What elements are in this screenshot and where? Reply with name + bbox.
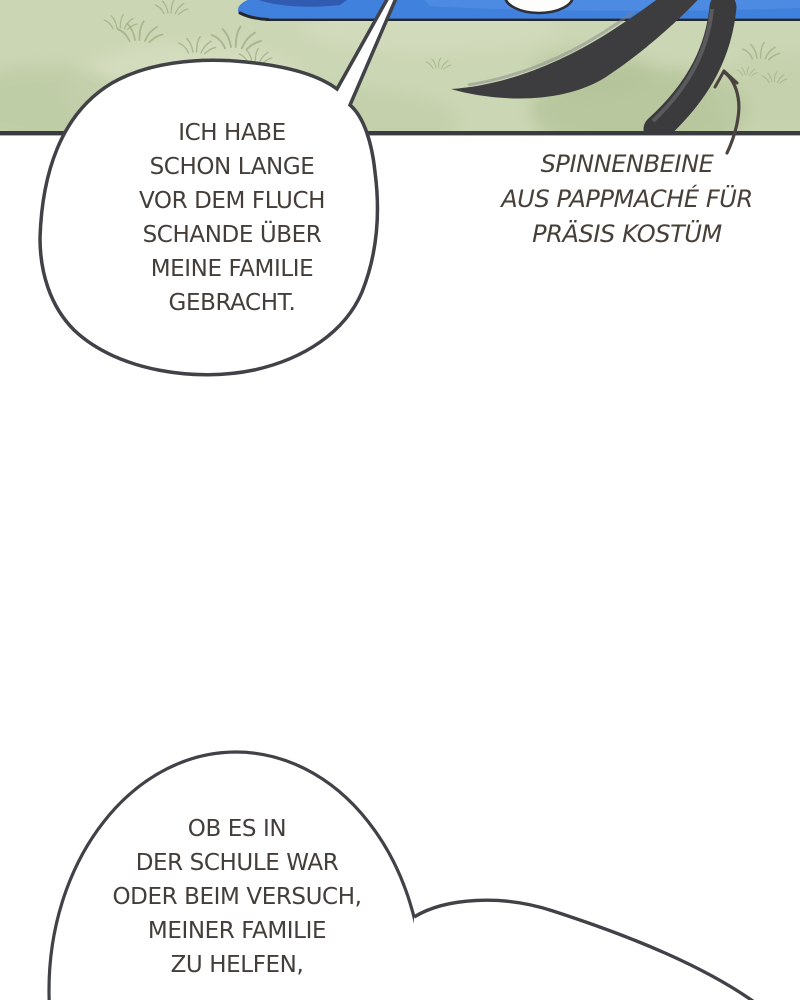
bubble1-line: SCHON LANGE [149, 154, 315, 180]
white-oval-shape [504, 0, 574, 15]
caption-line: PRÄSIS KOSTÜM [532, 220, 722, 248]
bubble2-line: OB ES IN [187, 816, 287, 842]
panel-border [0, 131, 800, 136]
spider-legs [451, 0, 737, 133]
bubble1-line: MEINE FAMILIE [150, 256, 314, 282]
caption-line: AUS PAPPMACHÉ FÜR [501, 185, 753, 213]
bubble1-line: VOR DEM FLUCH [138, 188, 325, 214]
spider-leg-rear-shape [451, 0, 698, 99]
caption-line: SPINNENBEINE [540, 150, 714, 178]
speech-bubble-1-text: ICH HABE SCHON LANGE VOR DEM FLUCH SCHAN… [67, 116, 397, 320]
pool-shadow [258, 0, 347, 7]
curved-arrow-icon [713, 69, 741, 155]
spider-leg-rear-highlight [467, 10, 634, 87]
bubble2-line: ODER BEIM VERSUCH, [112, 884, 362, 910]
speech-bubble-1 [38, 0, 398, 377]
bubble2-line: MEINER FAMILIE [147, 918, 327, 944]
bubble2-line: DER SCHULE WAR [135, 850, 339, 876]
panel-scene [0, 0, 800, 133]
bubble1-line: SCHANDE ÜBER [142, 222, 322, 248]
annotation-caption: SPINNENBEINE AUS PAPPMACHÉ FÜR PRÄSIS KO… [462, 147, 792, 252]
speech-bubble-3-fill [414, 900, 752, 1000]
bubble2-line: ZU HELFEN, [170, 952, 304, 978]
spider-leg-front-shape [643, 0, 737, 133]
bubble1-line: GEBRACHT. [168, 290, 296, 316]
bubble1-line: ICH HABE [178, 120, 286, 146]
spider-leg-front-highlight [651, 8, 714, 123]
speech-bubble-2-text: OB ES IN DER SCHULE WAR ODER BEIM VERSUC… [70, 812, 404, 982]
speech-bubble-3 [413, 898, 755, 1000]
